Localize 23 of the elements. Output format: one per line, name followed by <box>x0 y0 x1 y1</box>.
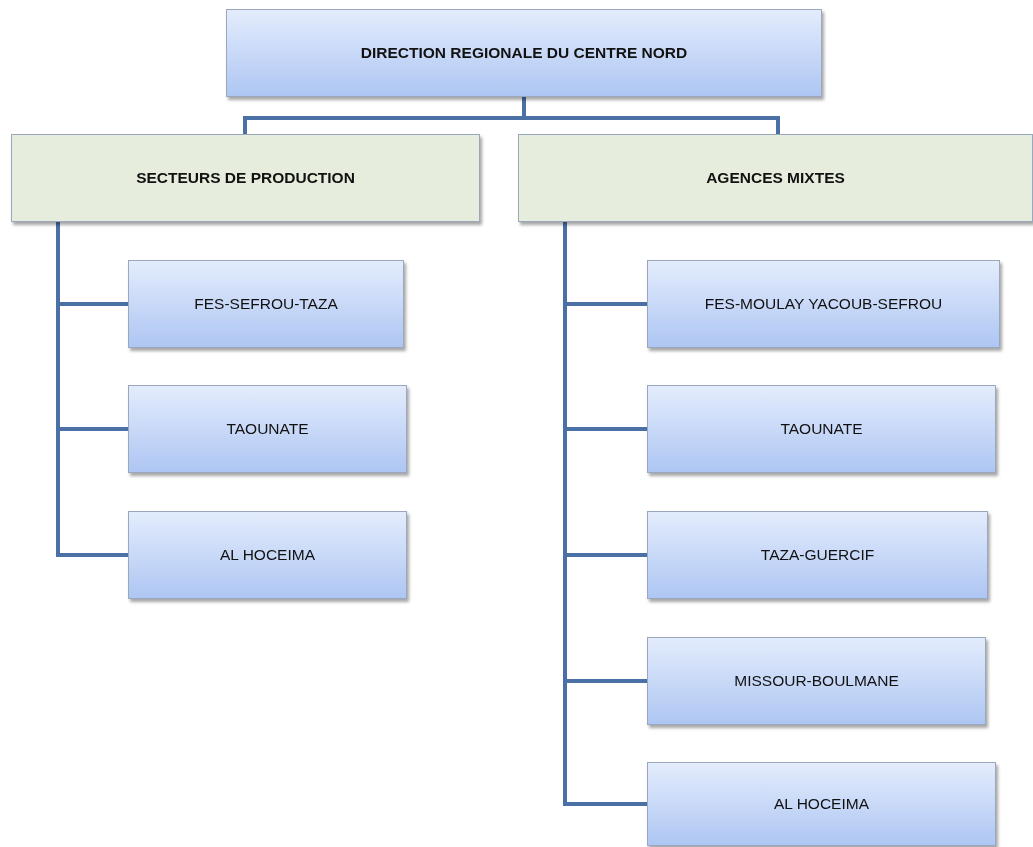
unit-box <box>647 260 1000 348</box>
header-box <box>226 9 822 97</box>
box-label: TAZA-GUERCIF <box>760 546 875 564</box>
unit-box <box>128 385 407 473</box>
unit-box <box>128 511 407 599</box>
unit-box <box>647 637 986 725</box>
box-label: SECTEURS DE PRODUCTION <box>136 169 355 187</box>
box-label: AL HOCEIMA <box>774 795 869 813</box>
box-label: DIRECTION REGIONALE DU CENTRE NORD <box>360 44 688 62</box>
box-label: FES-MOULAY YACOUB-SEFROU <box>704 295 943 313</box>
unit-box <box>647 762 996 846</box>
box-label: TAOUNATE <box>780 420 863 438</box>
unit-box <box>647 511 988 599</box>
unit-box <box>128 260 404 348</box>
connector-line <box>56 222 128 557</box>
box-label: FES-SEFROU-TAZA <box>194 295 338 313</box>
box-label: TAOUNATE <box>226 420 309 438</box>
category-box <box>518 134 1033 222</box>
box-label: AGENCES MIXTES <box>706 169 845 187</box>
box-label: MISSOUR-BOULMANE <box>734 672 899 690</box>
unit-box <box>647 385 996 473</box>
box-label: AL HOCEIMA <box>220 546 315 564</box>
category-box <box>11 134 480 222</box>
